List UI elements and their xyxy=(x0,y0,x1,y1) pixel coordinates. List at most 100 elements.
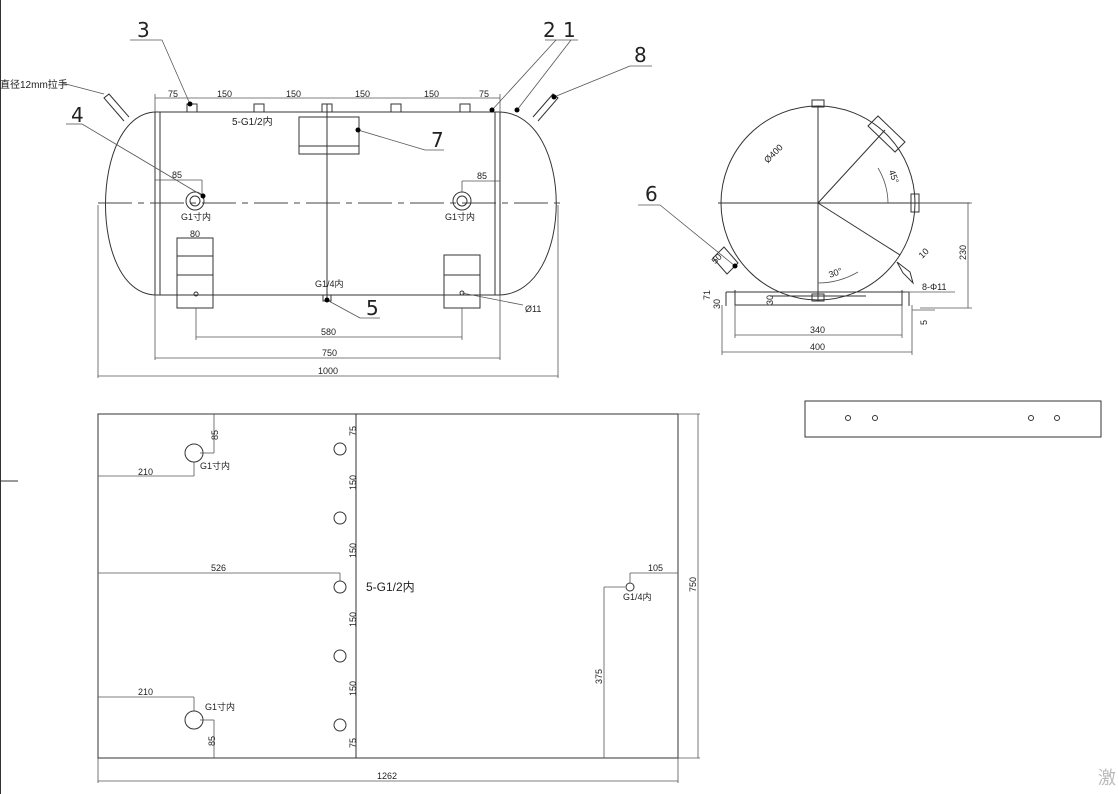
watermark: 激 xyxy=(1098,768,1116,788)
right-port-label: G1寸内 xyxy=(445,211,475,222)
dim-30a: 30 xyxy=(712,299,722,309)
angle-arc-45 xyxy=(877,167,889,204)
top-port xyxy=(321,103,333,113)
base-plate-view xyxy=(804,400,1102,438)
left-port-offset: 85 xyxy=(172,170,182,180)
dim-750: 750 xyxy=(688,577,698,592)
top-port xyxy=(390,103,402,113)
plan-port xyxy=(333,442,347,456)
vert-dim: 75 xyxy=(348,738,358,748)
callout-8: 8 xyxy=(634,43,647,67)
nameplate xyxy=(298,116,360,155)
plate-hole xyxy=(845,415,851,421)
top-dim: 150 xyxy=(217,89,232,99)
dim-5: 5 xyxy=(919,320,929,325)
plan-port xyxy=(333,649,347,663)
dim-526: 526 xyxy=(211,563,226,573)
nameplate-tab xyxy=(867,115,906,153)
right-side-port-outer xyxy=(452,191,472,211)
drain-label: G1/4内 xyxy=(623,591,652,602)
dim-210-top: 210 xyxy=(138,467,153,477)
left-handle xyxy=(103,93,130,122)
vert-dim: 150 xyxy=(348,475,358,490)
hole-diameter: Ø11 xyxy=(525,304,541,314)
handle-note: 直径12mm拉手 xyxy=(0,78,68,91)
top-dim: 150 xyxy=(286,89,301,99)
left-side-port-outer xyxy=(185,191,205,211)
callout-4-dot xyxy=(200,193,206,199)
callout-1: 1 xyxy=(563,18,576,42)
outlet-nozzle xyxy=(896,261,914,285)
plate-hole xyxy=(872,415,878,421)
plan-outline xyxy=(97,413,679,759)
top-dim: 150 xyxy=(355,89,370,99)
dim-210-bottom: 210 xyxy=(138,687,153,697)
callout-5-dot xyxy=(324,297,330,303)
top-dim: 150 xyxy=(424,89,439,99)
callout-3-leader xyxy=(161,39,191,105)
dim-1262: 1262 xyxy=(377,771,397,781)
side-view: Ø400 45° 30° 230 10 50 8-Φ11 71 30 30 5 … xyxy=(638,99,972,355)
radius-45 xyxy=(817,129,886,204)
vert-dim: 150 xyxy=(348,543,358,558)
dim-85-bottom: 85 xyxy=(207,736,217,746)
hole-leader xyxy=(461,292,524,306)
plan-ports-label: 5-G1/2内 xyxy=(366,580,415,594)
callout-8-dot xyxy=(551,94,557,100)
callout-2-leader xyxy=(491,39,557,111)
callout-4: 4 xyxy=(71,103,84,127)
callout-3-dot xyxy=(187,101,193,107)
span-1000: 1000 xyxy=(318,366,338,376)
callout-1-dot xyxy=(514,107,520,113)
dim-71: 71 xyxy=(702,290,712,300)
left-support xyxy=(176,237,214,309)
callout-1-leader xyxy=(516,39,572,111)
dim-230: 230 xyxy=(958,245,968,260)
bottom-port-label: G1寸内 xyxy=(205,701,235,712)
front-view: 75 150 150 150 150 75 5-G1/2内 直径12mm拉手 8… xyxy=(0,18,652,378)
handle-leader xyxy=(61,82,105,95)
callout-8-leader xyxy=(553,65,631,98)
left-port-label: G1寸内 xyxy=(181,211,211,222)
vert-dim: 150 xyxy=(348,612,358,627)
callout-6: 6 xyxy=(645,182,658,206)
drain-label: G1/4内 xyxy=(315,278,344,289)
callout-2: 2 xyxy=(543,18,556,42)
plan-port xyxy=(333,511,347,525)
callout-7-leader xyxy=(357,129,426,151)
dim-375: 375 xyxy=(594,669,604,684)
callout-3: 3 xyxy=(137,18,150,42)
vert-dim: 150 xyxy=(348,681,358,696)
callout-6-dot xyxy=(732,263,738,269)
top-dim: 75 xyxy=(479,89,489,99)
callout-5: 5 xyxy=(366,296,379,320)
dim-30b: 30 xyxy=(765,295,775,305)
angle-45-label: 45° xyxy=(887,169,901,186)
dim-105: 105 xyxy=(648,563,663,573)
ports-label: 5-G1/2内 xyxy=(232,115,273,128)
callout-7: 7 xyxy=(431,128,444,152)
span-750: 750 xyxy=(322,348,337,358)
anchor-hole xyxy=(193,291,199,297)
right-side-port-inner xyxy=(456,195,468,207)
callout-2-dot xyxy=(489,107,495,113)
plan-port xyxy=(333,718,347,732)
dim-340: 340 xyxy=(810,325,825,335)
callout-7-dot xyxy=(355,127,361,133)
plan-view: 75 150 150 150 150 75 5-G1/2内 G1寸内 85 21… xyxy=(97,413,700,783)
inlet-nozzle xyxy=(712,246,739,275)
top-nozzle xyxy=(811,99,825,108)
angle-arc-30 xyxy=(817,271,859,284)
top-port xyxy=(253,103,265,113)
radius-30 xyxy=(817,202,901,256)
plate-hole xyxy=(1054,415,1060,421)
right-port-offset: 85 xyxy=(477,171,487,181)
holes-label: 8-Φ11 xyxy=(922,282,947,292)
support-width: 80 xyxy=(190,229,200,239)
top-dim: 75 xyxy=(168,89,178,99)
callout-5-leader xyxy=(326,299,361,319)
right-support xyxy=(443,254,481,309)
dim-85-top: 85 xyxy=(210,430,220,440)
dim-50: 50 xyxy=(710,252,724,266)
